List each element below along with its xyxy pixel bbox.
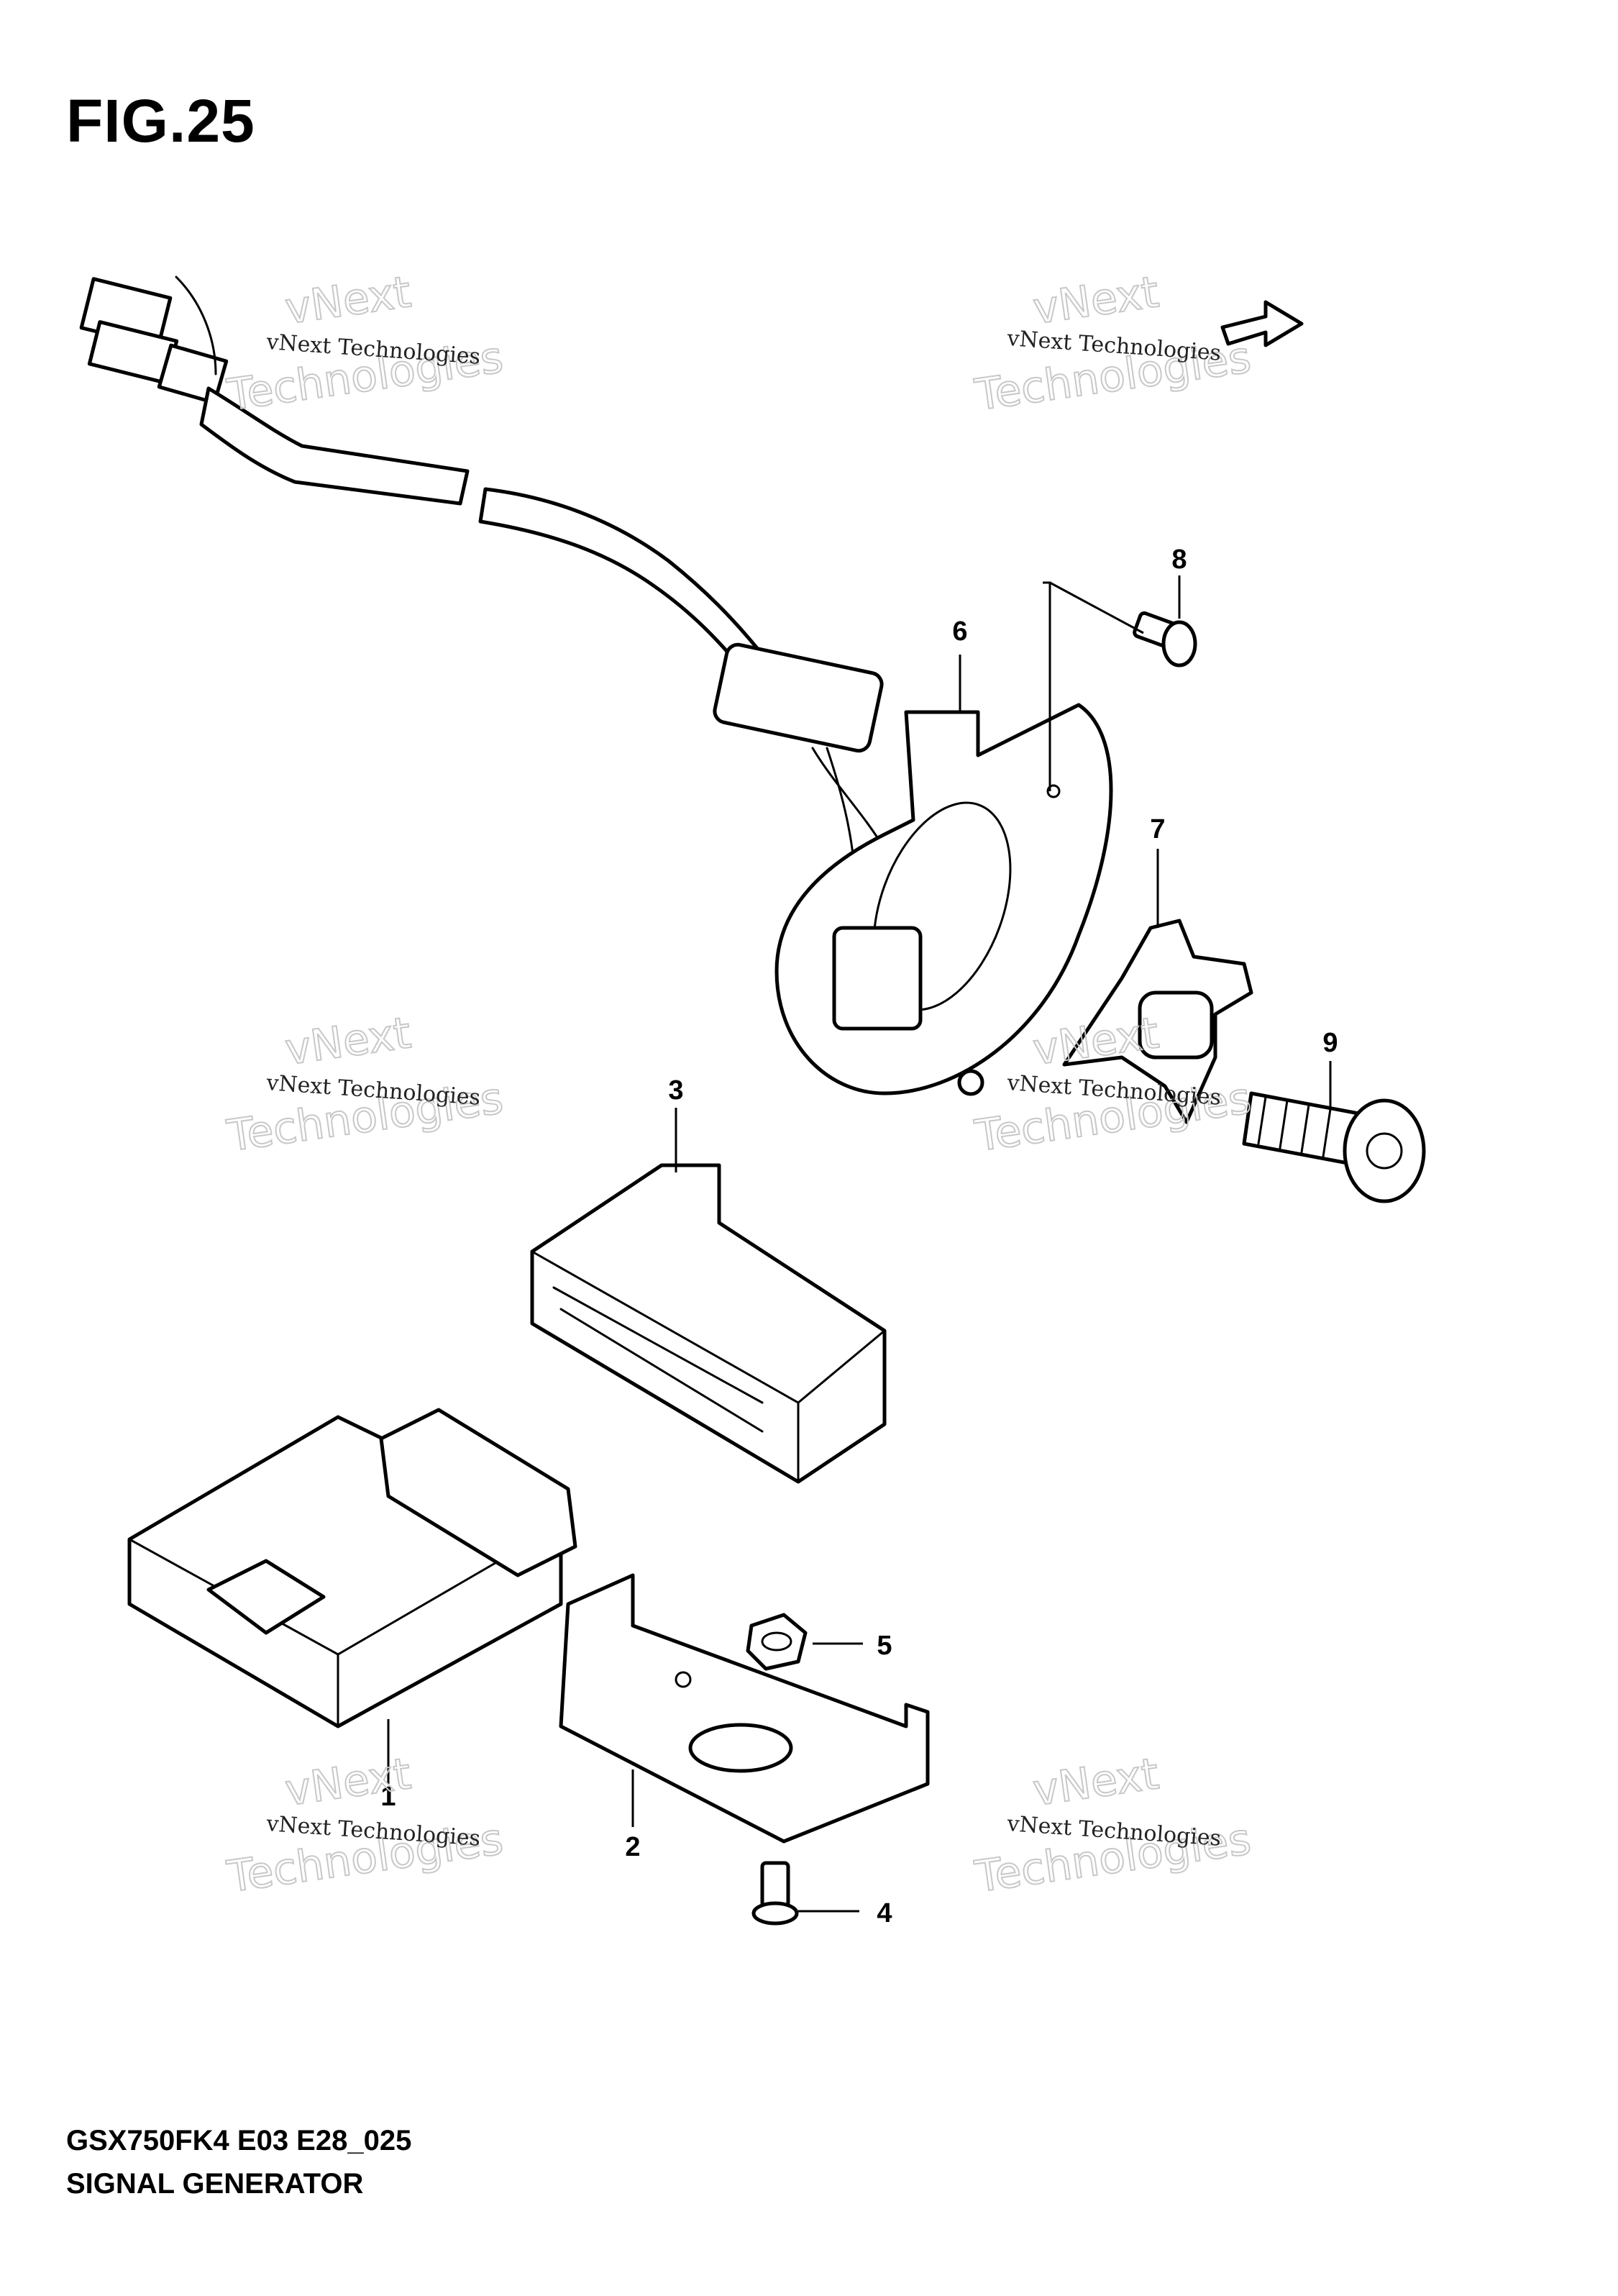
figure-name: SIGNAL GENERATOR <box>66 2168 364 2200</box>
watermark-bottom-left: vNext Technologies vNext Technologies <box>223 1748 506 1903</box>
watermark-big-a: vNext <box>1030 1749 1161 1816</box>
screw <box>1133 611 1197 668</box>
figure-code: GSX750FK4 E03 E28_025 <box>66 2125 412 2156</box>
signal-generator-plate <box>774 703 1113 1096</box>
nut <box>746 1613 808 1671</box>
watermark-top-right: vNext Technologies vNext Technologies <box>971 266 1254 422</box>
watermark-big-a: vNext <box>282 1008 413 1075</box>
callout-8: 8 <box>1171 545 1187 575</box>
figure-title: FIG.25 <box>66 87 255 155</box>
leader-lines <box>387 575 1332 1913</box>
bolt <box>1242 1091 1426 1203</box>
callout-3: 3 <box>668 1075 683 1106</box>
bolt-with-washer <box>751 1861 799 1926</box>
callout-numbers: 1 2 3 4 5 6 7 8 9 <box>380 545 1338 1928</box>
callout-4: 4 <box>877 1898 892 1928</box>
watermark-top-left: vNext Technologies vNext Technologies <box>223 266 506 422</box>
front-arrow-icon <box>1220 300 1304 347</box>
control-unit <box>127 1408 577 1728</box>
callout-2: 2 <box>625 1832 640 1862</box>
callout-1: 1 <box>380 1782 396 1812</box>
watermark-bottom-right: vNext Technologies vNext Technologies <box>971 1748 1254 1903</box>
mounting-bracket <box>559 1573 930 1844</box>
watermark-big-a: vNext <box>282 267 413 334</box>
callout-5: 5 <box>877 1631 892 1661</box>
callout-9: 9 <box>1322 1028 1338 1058</box>
callout-6: 6 <box>952 616 967 647</box>
callout-7: 7 <box>1150 814 1165 844</box>
watermark-big-a: vNext <box>1030 267 1161 334</box>
module-box <box>530 1163 887 1484</box>
watermark-mid-left: vNext Technologies vNext Technologies <box>223 1007 506 1162</box>
signal-rotor <box>1062 919 1253 1124</box>
